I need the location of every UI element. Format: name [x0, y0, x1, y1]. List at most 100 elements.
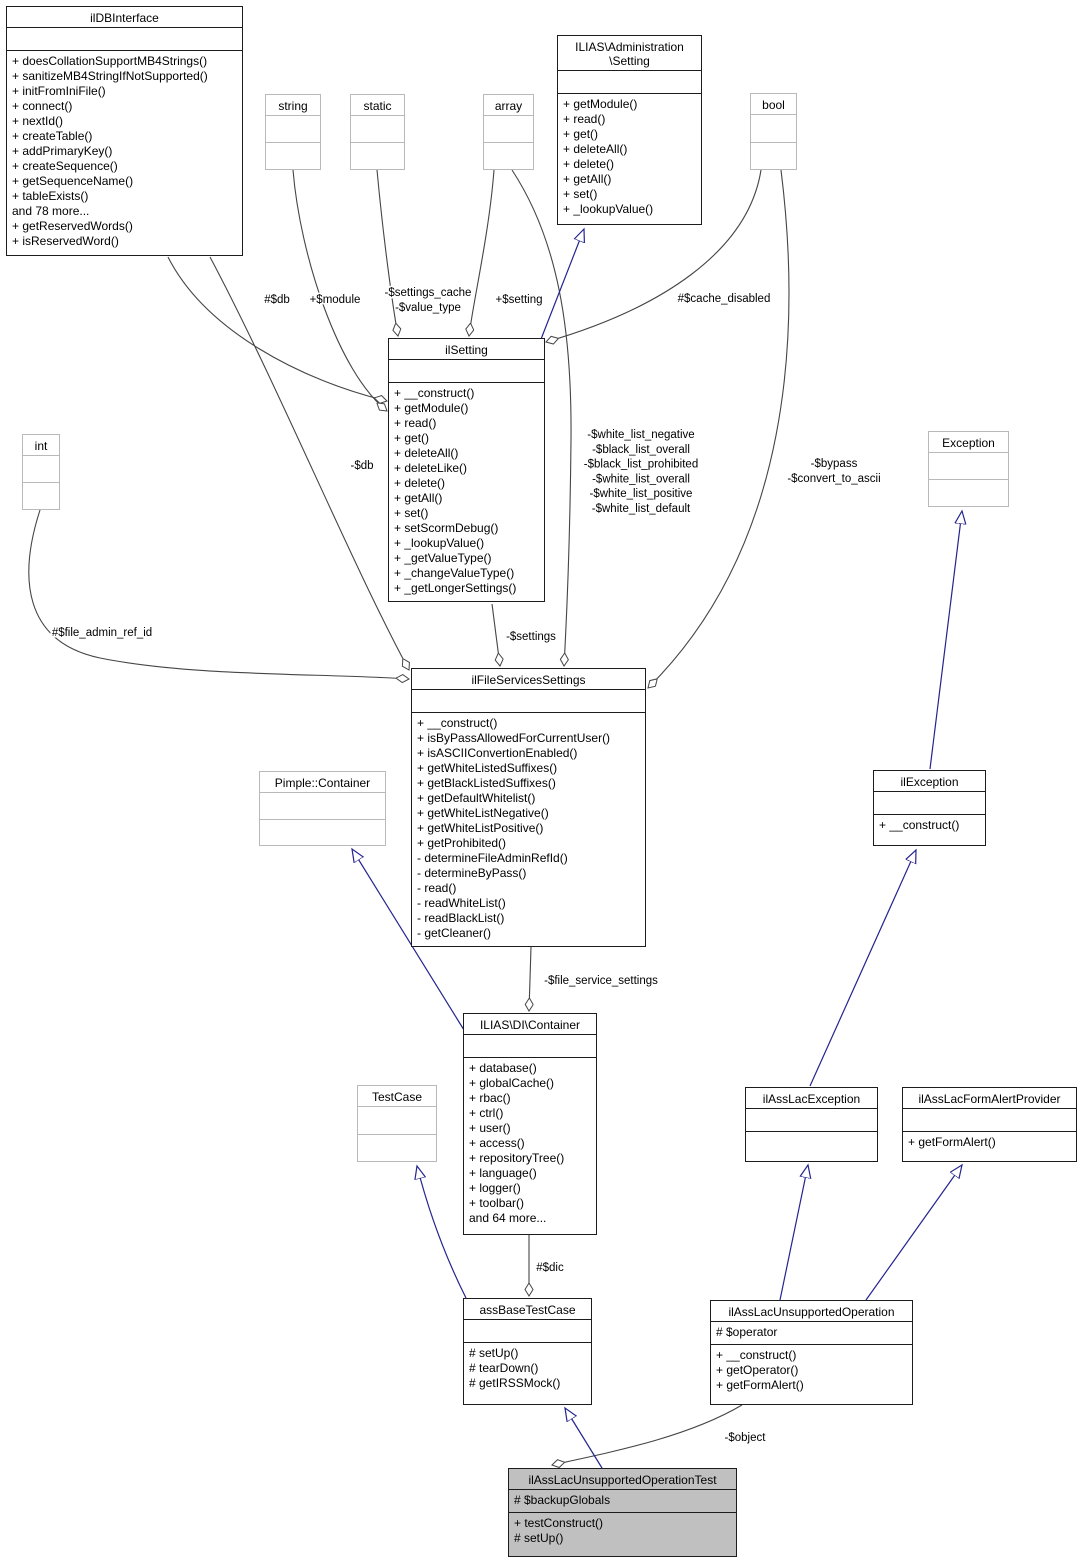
attributes-section	[23, 455, 59, 482]
method-line: + createTable()	[12, 129, 93, 143]
class-title-line: Pimple::Container	[274, 776, 371, 790]
method-line: + getWhiteListPositive()	[417, 821, 544, 835]
methods-section	[484, 142, 533, 169]
method-line: + _lookupValue()	[563, 202, 654, 216]
method-line: + getFormAlert()	[908, 1135, 996, 1149]
attribute-line: # $backupGlobals	[514, 1493, 611, 1507]
method-line: + addPrimaryKey()	[12, 144, 113, 158]
edge-e_object	[552, 1404, 743, 1465]
edge-e_module	[292, 169, 387, 411]
class-node-static[interactable]: static	[350, 94, 405, 170]
class-node-ilAssLacFormAlertProvider[interactable]: ilAssLacFormAlertProvider + getFormAlert(…	[902, 1087, 1077, 1162]
edge-label-e_setting: +$setting	[496, 294, 543, 306]
method-line: + deleteAll()	[563, 142, 628, 156]
methods-section	[358, 1133, 436, 1162]
edge-i_op_exc	[779, 1165, 808, 1301]
method-line: + read()	[394, 416, 437, 430]
edge-label-e_db_fss: -$db	[350, 460, 373, 472]
method-line: + __construct()	[879, 818, 960, 832]
method-line: + read()	[563, 112, 606, 126]
class-title: array	[484, 95, 533, 115]
edge-label-e_whitelists: -$white_list_default	[592, 503, 691, 515]
class-title: int	[23, 435, 59, 455]
class-node-PimpleContainer[interactable]: Pimple::Container	[259, 771, 386, 846]
attributes-section	[351, 115, 404, 142]
class-title-line: ilAssLacUnsupportedOperationTest	[528, 1473, 717, 1487]
class-title-line: ilAssLacException	[762, 1092, 861, 1106]
class-title: bool	[751, 94, 796, 114]
class-title-line: ilAssLacFormAlertProvider	[918, 1092, 1061, 1106]
class-title-line: assBaseTestCase	[479, 1303, 576, 1317]
attributes-section	[484, 115, 533, 142]
class-node-ilAssLacUnsupportedOperation[interactable]: ilAssLacUnsupportedOperation# $operator+…	[710, 1300, 913, 1405]
class-title: assBaseTestCase	[464, 1299, 591, 1319]
edge-e_settings	[491, 603, 500, 666]
edge-label-e_fss_di: -$file_service_settings	[544, 975, 658, 987]
method-line: + initFromIniFile()	[12, 84, 106, 98]
methods-section	[260, 818, 385, 846]
edge-label-e_object: -$object	[725, 1432, 767, 1444]
class-title: ilSetting	[389, 339, 544, 359]
attribute-line: # $operator	[716, 1325, 778, 1339]
method-line: + getModule()	[394, 401, 469, 415]
edge-e_db_fss	[209, 256, 409, 670]
class-node-ilAssLacUnsupportedOperationTest[interactable]: ilAssLacUnsupportedOperationTest # $backu…	[508, 1468, 737, 1557]
class-node-ilAssLacException[interactable]: ilAssLacException	[745, 1087, 878, 1162]
class-title: ilAssLacFormAlertProvider	[903, 1088, 1076, 1108]
method-line: + _getValueType()	[394, 551, 492, 565]
class-node-bool[interactable]: bool	[750, 93, 797, 170]
edge-label-e_cache_disabled: #$cache_disabled	[678, 293, 771, 305]
method-line: + __construct()	[417, 716, 498, 730]
class-node-Exception[interactable]: Exception	[928, 431, 1009, 507]
edge-e_file_admin	[28, 509, 409, 679]
methods-section: + getModule()+ read()+ get()+ deleteAll(…	[558, 93, 701, 224]
method-line: + set()	[563, 187, 598, 201]
class-title-line: TestCase	[371, 1090, 423, 1104]
class-title: ilDBInterface	[7, 7, 242, 27]
class-node-DIContainer[interactable]: ILIAS\DI\Container+ database()+ globalCa…	[463, 1013, 597, 1235]
class-node-array[interactable]: array	[483, 94, 534, 170]
edge-i_asslacexc	[809, 850, 916, 1087]
method-line: + _lookupValue()	[394, 536, 485, 550]
method-line: and 78 more...	[12, 204, 90, 218]
attributes-section	[389, 359, 544, 382]
edge-label-e_settings_cache: -$value_type	[395, 302, 461, 314]
method-line: + isByPassAllowedForCurrentUser()	[417, 731, 611, 745]
edge-i_ilexception	[929, 511, 962, 770]
class-title: ilAssLacException	[746, 1088, 877, 1108]
class-node-ilFileServicesSettings[interactable]: ilFileServicesSettings + __construct()+ i…	[411, 668, 646, 947]
class-title-line: Exception	[942, 436, 995, 450]
class-node-assBaseTestCase[interactable]: assBaseTestCase# setUp()# tearDown()# ge…	[463, 1298, 592, 1405]
method-line: + database()	[469, 1061, 537, 1075]
class-title-line: string	[278, 99, 308, 113]
edge-label-e_bypass: -$bypass	[811, 458, 858, 470]
method-line: + access()	[469, 1136, 525, 1150]
method-line: + tableExists()	[12, 189, 89, 203]
methods-section	[351, 142, 404, 169]
class-node-ilSetting[interactable]: ilSetting+ __construct()+ getModule()+ r…	[388, 338, 545, 602]
class-title: ilFileServicesSettings	[412, 669, 645, 689]
method-line: + getAll()	[563, 172, 612, 186]
class-title-line: ilException	[900, 775, 959, 789]
class-node-int[interactable]: int	[22, 434, 60, 510]
class-node-string[interactable]: string	[265, 94, 321, 170]
method-line: - getCleaner()	[417, 926, 492, 940]
class-title-line: ILIAS\Administration	[575, 40, 684, 54]
class-node-AdminSetting[interactable]: ILIAS\Administration\Setting+ getModule(…	[557, 35, 702, 225]
method-line: + repositoryTree()	[469, 1151, 565, 1165]
method-line: + toolbar()	[469, 1196, 525, 1210]
class-node-ilException[interactable]: ilException + __construct()	[873, 770, 986, 846]
attributes-section: # $operator	[711, 1321, 912, 1344]
attributes-section	[751, 114, 796, 142]
method-line: + deleteLike()	[394, 461, 468, 475]
method-line: + deleteAll()	[394, 446, 459, 460]
class-node-ilDBInterface[interactable]: ilDBInterface+ doesCollationSupportMB4St…	[6, 6, 243, 256]
edge-e_settings_cache	[376, 169, 398, 336]
edge-label-e_whitelists: -$black_list_overall	[592, 444, 690, 456]
method-line: + get()	[563, 127, 599, 141]
edge-label-e_bypass: -$convert_to_ascii	[787, 473, 880, 485]
edge-e_bypass	[648, 169, 790, 688]
class-node-TestCase[interactable]: TestCase	[357, 1085, 437, 1162]
edge-i_op_fap	[865, 1165, 962, 1301]
method-line: - readWhiteList()	[417, 896, 506, 910]
